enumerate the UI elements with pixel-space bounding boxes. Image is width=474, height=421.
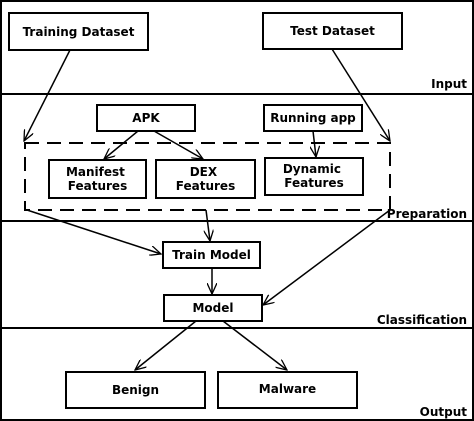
arrow-training-to-group [24, 49, 71, 141]
node-apk: APK [96, 104, 196, 132]
section-label-output: Output [420, 405, 468, 419]
arrow-group-to-train [26, 209, 161, 254]
arrow-model-to-malware [222, 320, 287, 370]
arrow-running-to-dynamic [313, 130, 316, 157]
arrow-group-to-model [263, 209, 391, 305]
node-label-line-2: Features [284, 176, 343, 190]
arrow-apk-to-manifest [104, 130, 139, 159]
arrows [24, 48, 391, 370]
node-label: Model [192, 301, 233, 315]
svg-text:Manifest Features: Manifest Features [66, 165, 129, 193]
section-label-classification: Classification [377, 313, 467, 327]
node-label-line-1: Manifest [66, 165, 125, 179]
node-model: Model [163, 294, 263, 322]
node-dex-features: DEX Features [155, 159, 256, 199]
arrow-test-to-group [331, 48, 390, 141]
node-label: Training Dataset [23, 25, 135, 39]
node-manifest-features: Manifest Features [48, 159, 147, 199]
node-label-line-1: Dynamic [283, 162, 341, 176]
node-label-line-2: Features [176, 179, 235, 193]
node-label: Malware [259, 382, 316, 396]
section-preparation [0, 93, 474, 222]
section-classification [0, 220, 474, 329]
arrow-model-to-benign [135, 320, 197, 370]
node-label: Benign [112, 383, 159, 397]
node-training-dataset: Training Dataset [8, 12, 149, 51]
svg-text:Dynamic Features: Dynamic Features [283, 162, 345, 190]
node-test-dataset: Test Dataset [262, 12, 403, 50]
node-train-model: Train Model [162, 241, 261, 269]
arrow-apk-to-dex [153, 130, 203, 159]
feature-extraction-group [24, 142, 391, 211]
section-label-input: Input [431, 77, 467, 91]
node-dynamic-features: Dynamic Features [264, 157, 364, 196]
node-malware: Malware [217, 371, 358, 409]
node-label: Test Dataset [290, 24, 375, 38]
node-label-line-1: DEX [190, 165, 218, 179]
node-label: Train Model [172, 248, 251, 262]
svg-text:DEX Features: DEX Features [176, 165, 235, 193]
section-label-preparation: Preparation [387, 207, 467, 221]
arrow-dex-to-train [206, 209, 210, 241]
node-label-line-2: Features [68, 179, 127, 193]
node-label: APK [132, 111, 160, 125]
node-label: Running app [270, 111, 356, 125]
node-running-app: Running app [263, 104, 363, 132]
node-benign: Benign [65, 371, 206, 409]
